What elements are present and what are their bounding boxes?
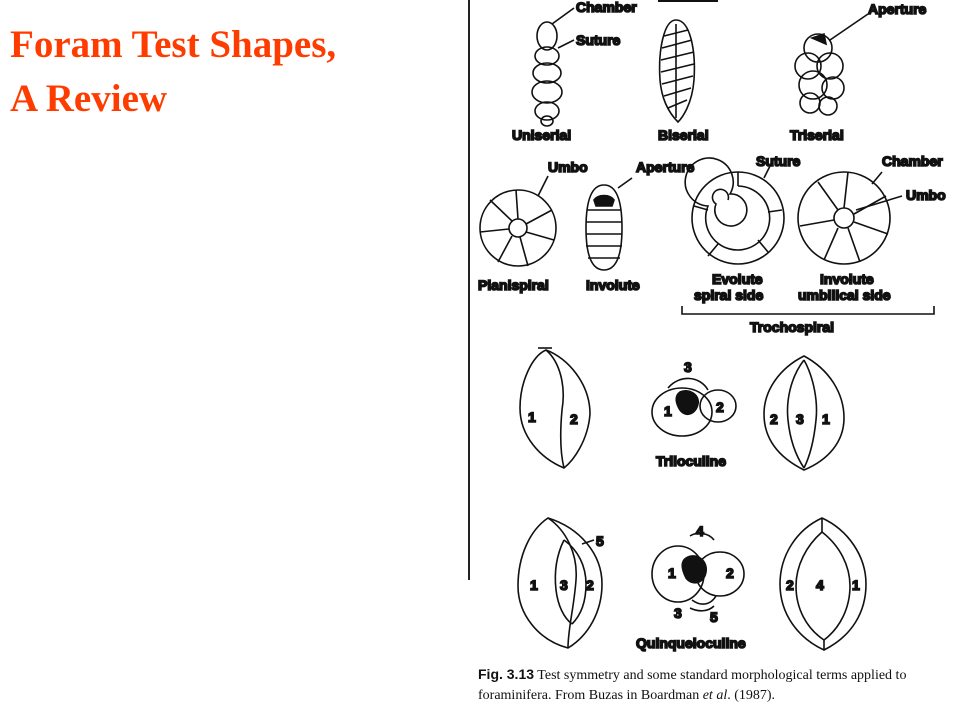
label-umbo-left: Umbo	[548, 159, 588, 175]
planispiral-drawing	[479, 175, 557, 267]
label-trochospiral: Trochospiral	[750, 319, 834, 335]
uniserial-drawing	[531, 7, 575, 127]
figure-left-border	[468, 0, 470, 580]
tri-right-1: 1	[822, 411, 830, 427]
label-quinqueloculine: Quinqueloculine	[636, 635, 746, 651]
label-suture-mid: Suture	[756, 153, 801, 169]
triserial-drawing	[794, 13, 869, 116]
tri-right-3: 3	[796, 411, 804, 427]
quin-mid-3: 3	[674, 605, 682, 621]
quin-left-1: 1	[530, 577, 538, 593]
figure-panel: Chamber Suture Uniserial Biserial Apertu…	[468, 0, 948, 720]
quin-right-4: 4	[816, 577, 824, 593]
quin-left-2: 2	[586, 577, 594, 593]
label-uniserial: Uniserial	[512, 127, 571, 143]
tri-left-1: 1	[528, 409, 536, 425]
tri-mid-2: 2	[716, 399, 724, 415]
label-involute-r1: Involute	[820, 271, 874, 287]
label-umbo-right: Umbo	[906, 187, 946, 203]
label-evolute-2: spiral side	[694, 287, 763, 303]
biserial-drawing	[658, 19, 696, 124]
quin-left-3: 3	[560, 577, 568, 593]
caption-label: Fig. 3.13	[478, 666, 535, 682]
quinqueloculine-middle-drawing	[651, 532, 745, 612]
title-line-2: A Review	[10, 76, 168, 120]
quin-left-5: 5	[596, 533, 604, 549]
tri-mid-3: 3	[684, 359, 692, 375]
label-triloculine: Triloculine	[656, 453, 726, 469]
quin-mid-2: 2	[726, 565, 734, 581]
caption-end: . (1987).	[727, 688, 776, 703]
label-aperture-top: Aperture	[868, 1, 927, 17]
quin-mid-4: 4	[696, 523, 704, 539]
caption-text: Test symmetry and some standard morpholo…	[478, 668, 907, 703]
label-chamber-top: Chamber	[576, 0, 637, 15]
triloculine-middle-drawing	[651, 377, 737, 437]
quinqueloculine-left-drawing	[517, 517, 603, 649]
quin-right-1: 1	[852, 577, 860, 593]
label-biserial: Biserial	[658, 127, 709, 143]
evolute-drawing	[684, 157, 785, 265]
label-planispiral: Planispiral	[478, 277, 549, 293]
tri-left-2: 2	[570, 411, 578, 427]
label-chamber-mid: Chamber	[882, 153, 943, 169]
foram-diagram: Chamber Suture Uniserial Biserial Apertu…	[477, 0, 946, 652]
title-line-1: Foram Test Shapes,	[10, 23, 337, 66]
caption-etal: et al	[702, 688, 728, 703]
label-involute: Involute	[586, 277, 640, 293]
label-suture-top: Suture	[576, 32, 621, 48]
label-involute-r2: umbilical side	[798, 287, 891, 303]
label-evolute-1: Evolute	[712, 271, 763, 287]
involute-drawing	[585, 177, 633, 271]
triloculine-right-drawing	[763, 355, 845, 471]
label-triserial: Triserial	[790, 127, 844, 143]
tri-right-2: 2	[770, 411, 778, 427]
triloculine-left-drawing	[519, 347, 591, 469]
figure-caption: Fig. 3.13 Test symmetry and some standar…	[478, 664, 948, 706]
quin-right-2: 2	[786, 577, 794, 593]
quin-mid-1: 1	[668, 565, 676, 581]
quin-mid-5: 5	[710, 609, 718, 625]
involute-umbilical-drawing	[797, 171, 903, 265]
label-aperture-mid: Aperture	[636, 159, 695, 175]
trochospiral-bracket	[681, 306, 935, 315]
quinqueloculine-right-drawing	[779, 517, 867, 651]
slide-title: Foram Test Shapes, A Review	[10, 18, 450, 126]
tri-mid-1: 1	[664, 403, 672, 419]
